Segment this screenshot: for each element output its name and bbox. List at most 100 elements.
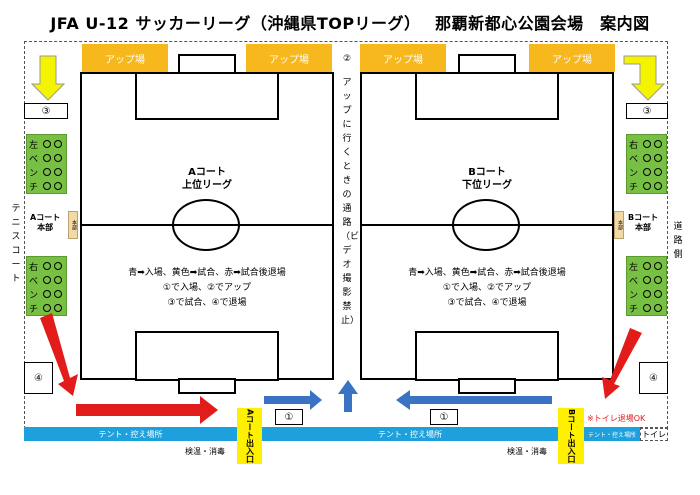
bench-label-char: ベ [629, 277, 639, 287]
bench-label-char: ベ [629, 155, 639, 165]
bench-label-char: ン [629, 169, 639, 179]
bench-seat-circle [54, 276, 62, 284]
court-b-league: 下位リーグ [462, 180, 512, 191]
warmup-label: アップ場 [269, 54, 309, 66]
court-b-label: Bコート 下位リーグ [437, 166, 537, 192]
bench-seat-circle [643, 182, 651, 190]
court-a-penalty-top [135, 72, 279, 120]
bench-seat-circle [54, 262, 62, 270]
tennis-court-label: テニスコート [11, 204, 21, 284]
court-a-rules: 青➡入場、黄色➡試合、赤➡試合後退場 ①で入場、②でアップ ③で試合、④で退場 [92, 266, 322, 311]
blue-arrow-up [338, 380, 358, 412]
bench-seat-circle [643, 290, 651, 298]
tent-area-label: テント・控え場所 [98, 429, 163, 439]
court-b-entrance-label: Bコート出入口 [567, 408, 576, 464]
court-a-goal-bottom [178, 378, 236, 394]
bench-seat-circle [54, 182, 62, 190]
yellow-arrow-right [623, 55, 666, 101]
bench-seat-circle [54, 304, 62, 312]
red-arrow-right-diagonal [602, 328, 642, 399]
court-a-honbu-line1: Aコート [30, 213, 61, 222]
path-number: ② [342, 54, 352, 64]
blue-arrow-right [264, 390, 322, 410]
check-station-label: 検温・消毒 [185, 447, 225, 456]
check-station-label: 検温・消毒 [507, 447, 547, 456]
page-title: JFA U-12 サッカーリーグ（沖縄県TOPリーグ） 那覇新都心公園会場 案内… [50, 14, 650, 33]
toilet: トイレ [640, 427, 668, 441]
bench-seat-circle [643, 262, 651, 270]
court-a-name: Aコート [188, 167, 226, 178]
bench-label-char: 右 [629, 141, 639, 151]
blue-arrow-left [396, 390, 552, 410]
path-text: アップに行くときの通路（ビデオ撮影禁止） [341, 78, 360, 326]
court-b-honbu: Bコート 本部 [628, 213, 658, 233]
bench-seat-circle [654, 290, 662, 298]
position-4-box: ④ [24, 362, 53, 394]
court-b-honbu-tab: 本部 [614, 211, 624, 239]
bench-label-char: ベ [29, 277, 39, 287]
bench-label-char: ベ [29, 155, 39, 165]
court-b-honbu-line1: Bコート [628, 213, 659, 222]
court-a-honbu-tab: 本部 [68, 211, 78, 239]
bench-label-char: 左 [29, 141, 39, 151]
bench-seat-circle [54, 168, 62, 176]
court-a-league: 上位リーグ [182, 180, 232, 191]
bench-label-char: チ [629, 305, 639, 315]
court-b-entrance: Bコート出入口 [558, 408, 584, 464]
court-a-entrance-label: Aコート出入口 [245, 408, 255, 464]
bench-seat-circle [654, 276, 662, 284]
court-b-honbu-line2: 本部 [635, 223, 652, 232]
rules-line-3: ③で試合、④で退場 [167, 298, 247, 308]
tent-area-label: テント・控え場所 [378, 429, 442, 439]
court-b-rules: 青➡入場、黄色➡試合、赤➡試合後退場 ①で入場、②でアップ ③で試合、④で退場 [372, 266, 602, 311]
court-a-center-circle [172, 199, 240, 251]
bench-seat-circle [54, 290, 62, 298]
bench-label-char: チ [29, 183, 39, 193]
bench-label-char: チ [29, 305, 39, 315]
toilet-exit-note: ※トイレ退場OK [587, 414, 646, 423]
position-3-box: ③ [626, 103, 668, 119]
bench-seat-circle [643, 276, 651, 284]
bench-seat-circle [654, 304, 662, 312]
red-arrow-left-diagonal [40, 313, 78, 396]
bench-seat-circle [654, 154, 662, 162]
bench-seat-circle [643, 154, 651, 162]
position-4-box: ④ [639, 362, 668, 394]
bench-seat-circle [43, 262, 51, 270]
rules-line-1: 青➡入場、黄色➡試合、赤➡試合後退場 [128, 268, 286, 278]
bench-seat-circle [43, 304, 51, 312]
court-b-penalty-top [415, 72, 559, 120]
bench-label-char: ン [29, 169, 39, 179]
tent-area-a: テント・控え場所 [24, 427, 237, 441]
position-3-box: ③ [24, 103, 68, 119]
position-1-box: ① [275, 409, 303, 425]
bench-seat-circle [643, 140, 651, 148]
bench-seat-circle [643, 304, 651, 312]
warmup-zone: アップ場 [82, 44, 168, 72]
bench-seat-circle [43, 182, 51, 190]
bench-label-char: ン [29, 291, 39, 301]
bench-seat-circle [43, 154, 51, 162]
road-side-label: 道路側 [673, 222, 683, 260]
position-1-box: ① [430, 409, 458, 425]
toilet-label: トイレ [642, 429, 666, 439]
court-a-entrance: Aコート出入口 [237, 408, 262, 464]
rules-line-2: ①で入場、②でアップ [442, 283, 532, 293]
bench-seat-circle [54, 140, 62, 148]
warmup-zone: アップ場 [360, 44, 446, 72]
bench-seat-circle [654, 140, 662, 148]
court-b-goal-bottom [458, 378, 516, 394]
warmup-zone: アップ場 [246, 44, 332, 72]
court-b-center-circle [452, 199, 520, 251]
court-b-penalty-bottom [415, 331, 559, 381]
warmup-zone: アップ場 [529, 44, 615, 72]
warmup-label: アップ場 [383, 54, 423, 66]
court-a-honbu-line2: 本部 [37, 223, 54, 232]
tent-area-middle: テント・控え場所 [262, 427, 558, 441]
rules-line-1: 青➡入場、黄色➡試合、赤➡試合後退場 [408, 268, 566, 278]
tent-area-small-label: テント・控え場所 [587, 431, 636, 439]
bench-seat-circle [54, 154, 62, 162]
warmup-label: アップ場 [105, 54, 145, 66]
tent-area-b: テント・控え場所 [584, 427, 640, 441]
